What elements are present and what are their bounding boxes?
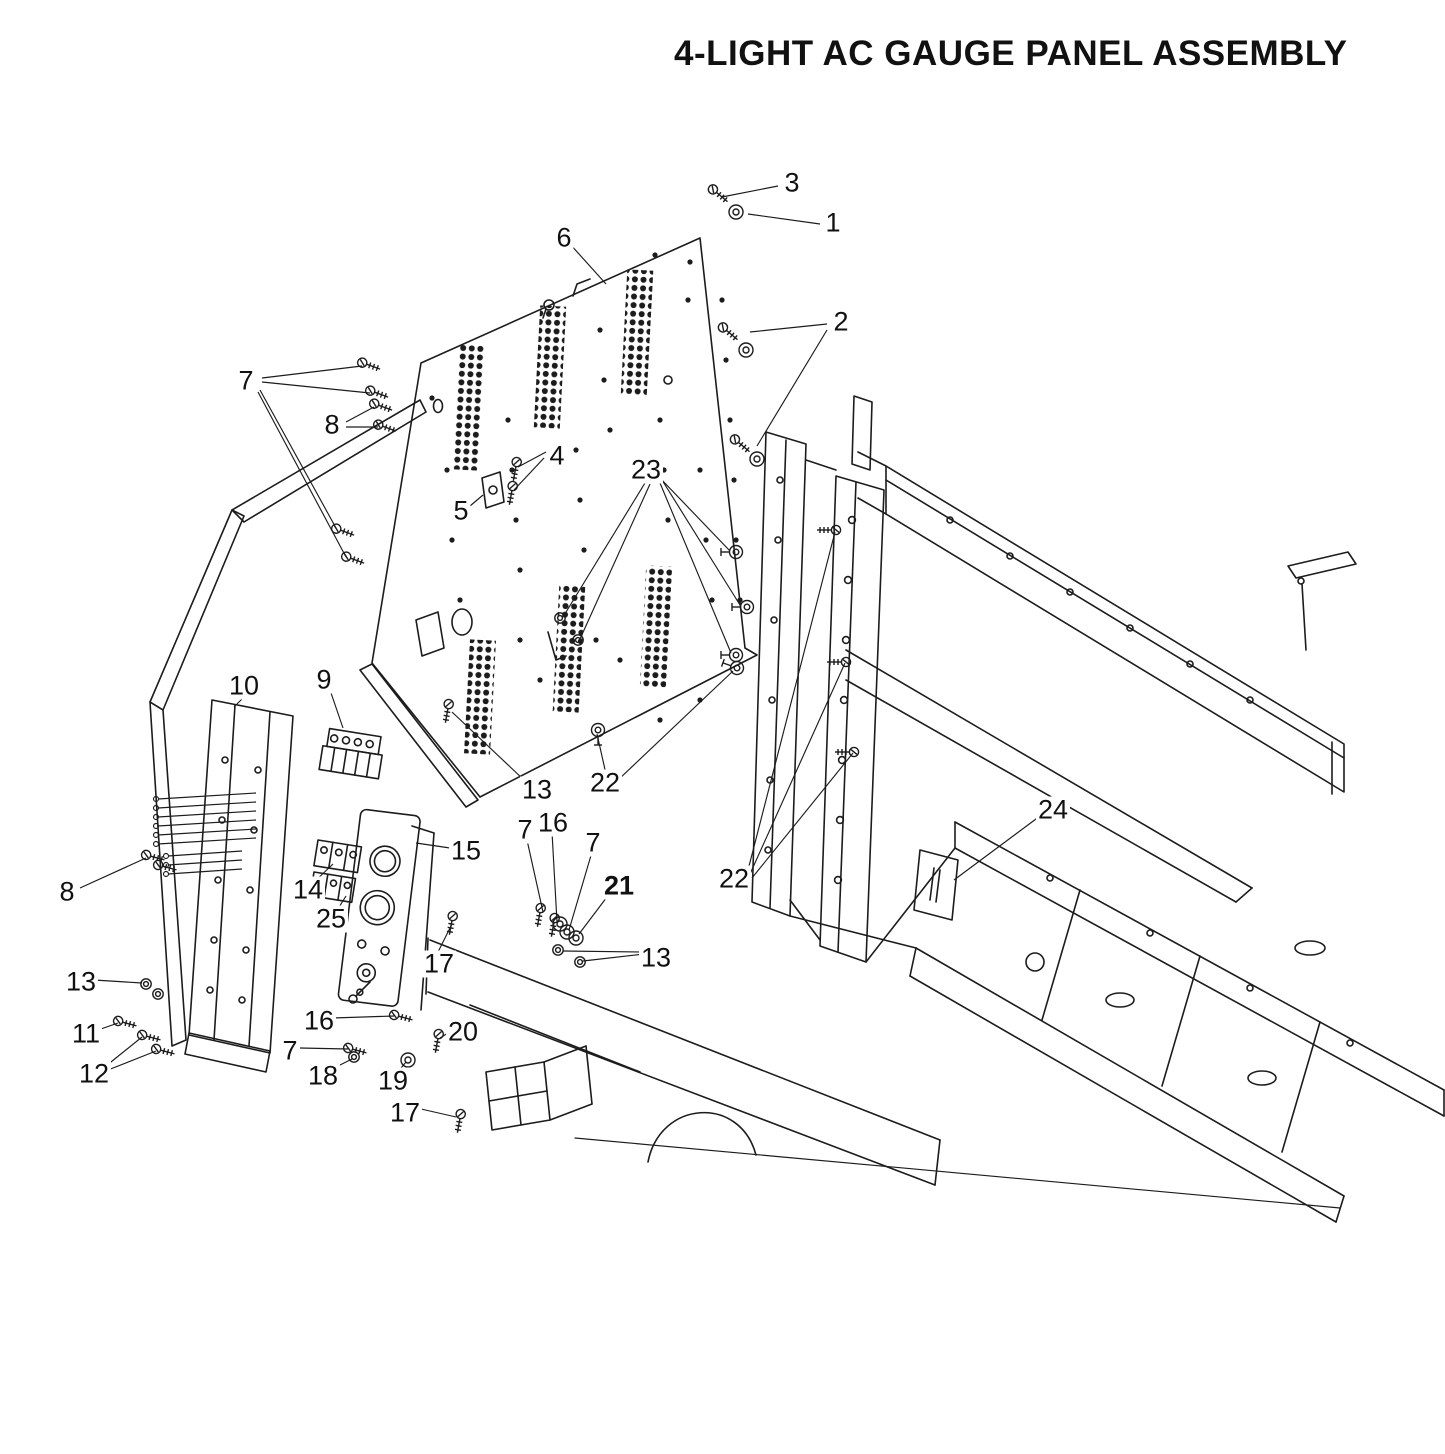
callout-7: 7	[515, 814, 535, 845]
callout-19: 19	[375, 1065, 411, 1096]
callout-16: 16	[535, 807, 571, 838]
callout-2: 2	[831, 306, 851, 337]
callout-7: 7	[583, 827, 603, 858]
callout-13: 13	[63, 966, 99, 997]
callout-24: 24	[1035, 794, 1071, 825]
callout-15: 15	[448, 835, 484, 866]
callout-4: 4	[547, 440, 567, 471]
deck-frame	[789, 821, 1445, 1223]
callout-14: 14	[290, 874, 326, 905]
callout-17: 17	[387, 1097, 423, 1128]
frame-rails	[845, 451, 1357, 903]
callout-5: 5	[451, 495, 471, 526]
bracket-24	[913, 849, 959, 921]
callout-16: 16	[301, 1005, 337, 1036]
terminal-block-9	[318, 727, 383, 780]
callout-13: 13	[519, 774, 555, 805]
callout-8: 8	[322, 409, 342, 440]
callout-6: 6	[554, 222, 574, 253]
support-column	[184, 699, 294, 1073]
callout-11: 11	[69, 1018, 103, 1049]
callout-10: 10	[226, 670, 262, 701]
gauge-panel	[337, 808, 435, 1011]
callout-12: 12	[76, 1058, 112, 1089]
callout-8: 8	[57, 876, 77, 907]
callout-9: 9	[314, 664, 334, 695]
callout-13: 13	[638, 942, 674, 973]
perforation-strips	[451, 269, 673, 755]
callout-3: 3	[782, 167, 802, 198]
wire-pin-bundle	[152, 792, 257, 878]
callout-7: 7	[280, 1035, 300, 1066]
chassis-tongue	[425, 937, 1341, 1209]
callout-21: 21	[601, 870, 637, 901]
callout-7: 7	[236, 365, 256, 396]
callout-22: 22	[716, 863, 752, 894]
callout-1: 1	[823, 207, 843, 238]
callout-22: 22	[587, 767, 623, 798]
right-posts	[751, 395, 885, 963]
callout-20: 20	[445, 1016, 481, 1047]
page-title: 4-LIGHT AC GAUGE PANEL ASSEMBLY	[674, 34, 1348, 73]
harness-bars	[149, 399, 427, 1047]
panel-holes	[429, 252, 743, 723]
callout-23: 23	[628, 454, 664, 485]
callout-25: 25	[313, 903, 349, 934]
callout-17: 17	[421, 948, 457, 979]
main-panel-outline	[359, 237, 758, 808]
callout-18: 18	[305, 1060, 341, 1091]
